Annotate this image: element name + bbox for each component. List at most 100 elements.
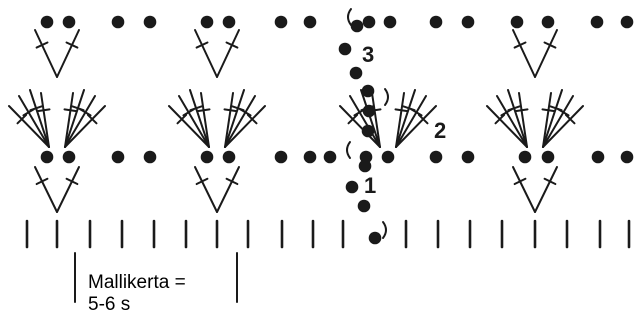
fan-stitch: [542, 105, 584, 148]
chain-dot: [40, 150, 54, 164]
fan-stitch: [40, 92, 50, 148]
fan-stitch: [64, 92, 74, 148]
turning-chain-dot: [361, 124, 375, 138]
stitch-crossbar: [513, 41, 527, 49]
fan-stitch: [395, 95, 427, 148]
chain-dot: [62, 15, 76, 29]
stitch-crossbar: [514, 108, 529, 113]
fan-stitch: [64, 105, 106, 148]
chain-dot: [274, 15, 288, 29]
chain-dot: [200, 15, 214, 29]
fan-stitch: [224, 105, 266, 148]
fan-stitch: [224, 89, 245, 148]
chain-dot: [274, 150, 288, 164]
stitch-crossbar: [65, 177, 79, 186]
stitch-crossbar: [223, 108, 238, 113]
chain-dot: [143, 150, 157, 164]
stitch-crossbar: [410, 108, 423, 117]
fan-stitch: [360, 89, 381, 148]
turning-chain-dot: [338, 42, 352, 56]
stitch-crossbar: [16, 113, 28, 125]
chain-dot: [461, 15, 475, 29]
fan-stitch: [349, 95, 381, 148]
fan-stitch: [29, 89, 50, 148]
fan-stitch: [395, 89, 416, 148]
shell-stitch: [56, 29, 80, 78]
fan-stitch: [542, 92, 552, 148]
pattern-repeat-label: Mallikerta = 5-6 s: [88, 272, 186, 316]
stitch-crossbar: [196, 108, 211, 113]
turning-chain-dot: [350, 19, 364, 33]
chain-dot: [429, 15, 443, 29]
stitch-crossbar: [239, 108, 252, 117]
turning-chain-dot: [357, 199, 371, 213]
chain-dot: [383, 15, 397, 29]
shell-stitch: [512, 166, 536, 213]
row-marker-2: 2: [434, 118, 446, 143]
fan-stitch: [518, 92, 528, 148]
chain-dot: [620, 15, 634, 29]
stitch-crossbar: [557, 108, 570, 117]
stitch-crossbar: [195, 41, 209, 49]
chain-dot: [111, 150, 125, 164]
fan-stitch: [178, 95, 210, 148]
stitch-crossbar: [29, 105, 43, 112]
chain-dot: [303, 15, 317, 29]
stitch-crossbar: [189, 105, 203, 112]
stitch-crossbar: [543, 177, 557, 186]
chain-dot: [541, 150, 555, 164]
fan-stitch: [486, 105, 528, 148]
chain-dot: [62, 150, 76, 164]
stitch-crossbar: [347, 113, 359, 125]
fan-stitch: [64, 89, 85, 148]
fan-stitch: [496, 95, 528, 148]
stitch-crossbar: [36, 108, 51, 113]
stitch-crossbar: [417, 113, 429, 125]
fan-stitch: [64, 95, 96, 148]
turning-chain-dot: [361, 84, 375, 98]
shell-stitch: [194, 29, 218, 78]
stitch-crossbar: [65, 41, 79, 49]
stitch-crossbar: [494, 113, 506, 125]
row-start-arc: [347, 8, 352, 26]
fan-stitch: [224, 92, 234, 148]
turning-chain-dot: [368, 231, 382, 245]
fan-stitch: [395, 92, 405, 148]
stitch-crossbar: [79, 108, 92, 117]
shell-stitch: [34, 166, 58, 213]
row-marker-3: 3: [362, 42, 374, 67]
fan-stitch: [168, 105, 210, 148]
stitch-crossbar: [507, 105, 521, 112]
chain-dot: [381, 150, 395, 164]
shell-stitch: [56, 166, 80, 213]
fan-stitch: [542, 89, 563, 148]
chain-dot: [323, 150, 337, 164]
shell-stitch: [34, 29, 58, 78]
chain-dot: [620, 150, 634, 164]
stitch-crossbar: [86, 113, 98, 125]
pattern-repeat-line-1: Mallikerta =: [88, 272, 186, 293]
chain-dot: [111, 15, 125, 29]
row-marker-1: 1: [364, 173, 376, 198]
shell-stitch: [534, 29, 558, 78]
chain-dot: [222, 15, 236, 29]
stitch-crossbar: [225, 177, 239, 186]
chain-dot: [429, 150, 443, 164]
fan-stitch: [8, 105, 50, 148]
stitch-crossbar: [543, 41, 557, 49]
row-start-arc: [346, 141, 351, 159]
turning-chain-dot: [358, 159, 372, 173]
chain-dot: [143, 15, 157, 29]
chain-dot: [518, 150, 532, 164]
stitch-crossbar: [195, 177, 209, 186]
turning-chain-dot: [345, 180, 359, 194]
chain-dot: [590, 15, 604, 29]
stitch-crossbar: [564, 113, 576, 125]
stitch-crossbar: [35, 41, 49, 49]
fan-stitch: [339, 105, 381, 148]
stitch-crossbar: [541, 108, 556, 113]
stitch-crossbar: [394, 108, 409, 113]
stitch-crossbar: [176, 113, 188, 125]
stitch-crossbar: [35, 177, 49, 186]
